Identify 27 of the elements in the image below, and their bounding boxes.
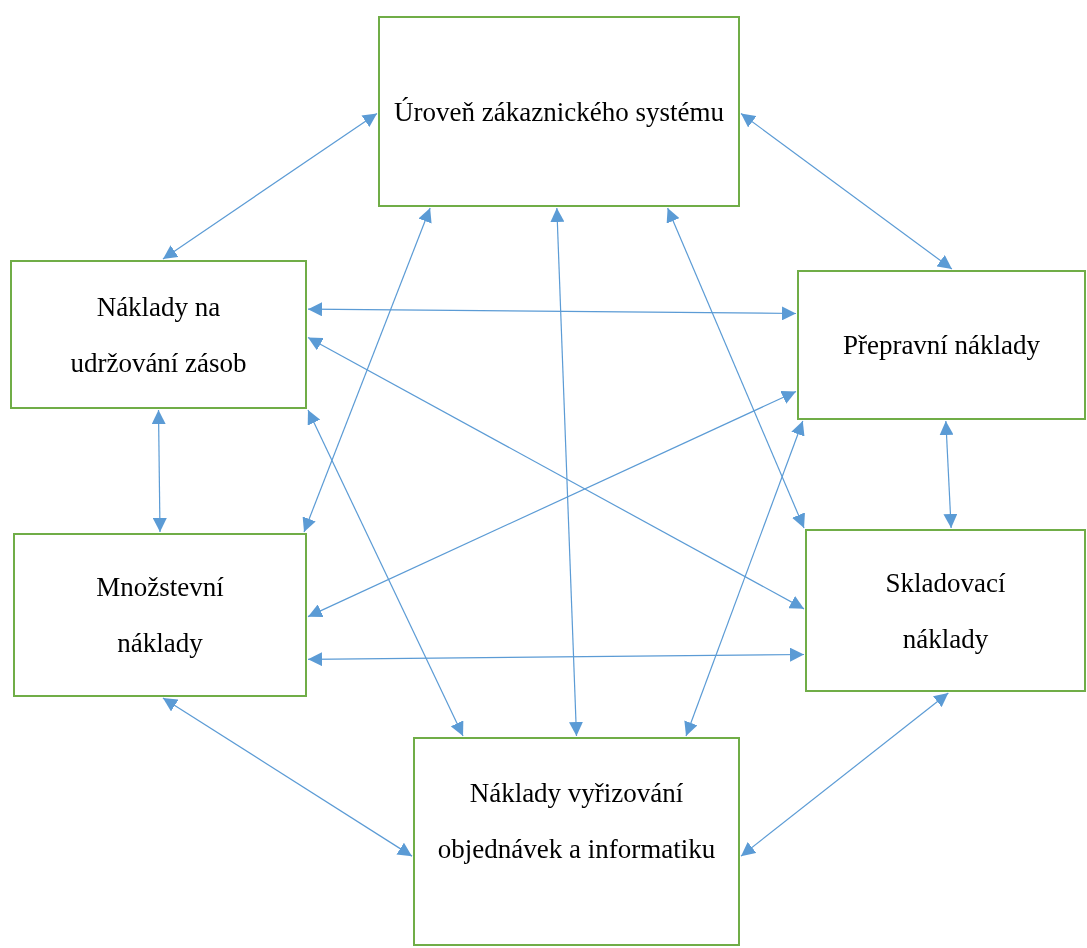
arrow (684, 420, 805, 737)
arrow (162, 112, 378, 260)
process-box (805, 529, 1086, 692)
arrow (740, 112, 953, 270)
arrow (550, 207, 583, 737)
process-box (413, 737, 740, 946)
arrow (307, 336, 805, 610)
arrow (307, 647, 805, 667)
arrow (151, 409, 167, 533)
process-box (378, 16, 740, 207)
arrow (939, 420, 958, 529)
box-label: Náklady vyřizování objednávek a informatiku (436, 777, 717, 866)
arrow (307, 409, 464, 737)
arrow (666, 207, 805, 529)
process-box (13, 533, 307, 697)
arrow (307, 390, 797, 618)
arrow (740, 692, 949, 857)
box-label: Skladovací náklady (884, 566, 1007, 656)
box-label: Množstevní náklady (95, 571, 225, 660)
arrow (307, 302, 797, 321)
box-label: Náklady na udržování zásob (69, 290, 248, 380)
box-label: Přepravní náklady (842, 329, 1041, 362)
arrow (302, 207, 432, 533)
process-box (797, 270, 1086, 420)
box-label: Úroveň zákaznického systému (394, 95, 724, 129)
arrow (162, 697, 413, 857)
process-box (10, 260, 307, 409)
